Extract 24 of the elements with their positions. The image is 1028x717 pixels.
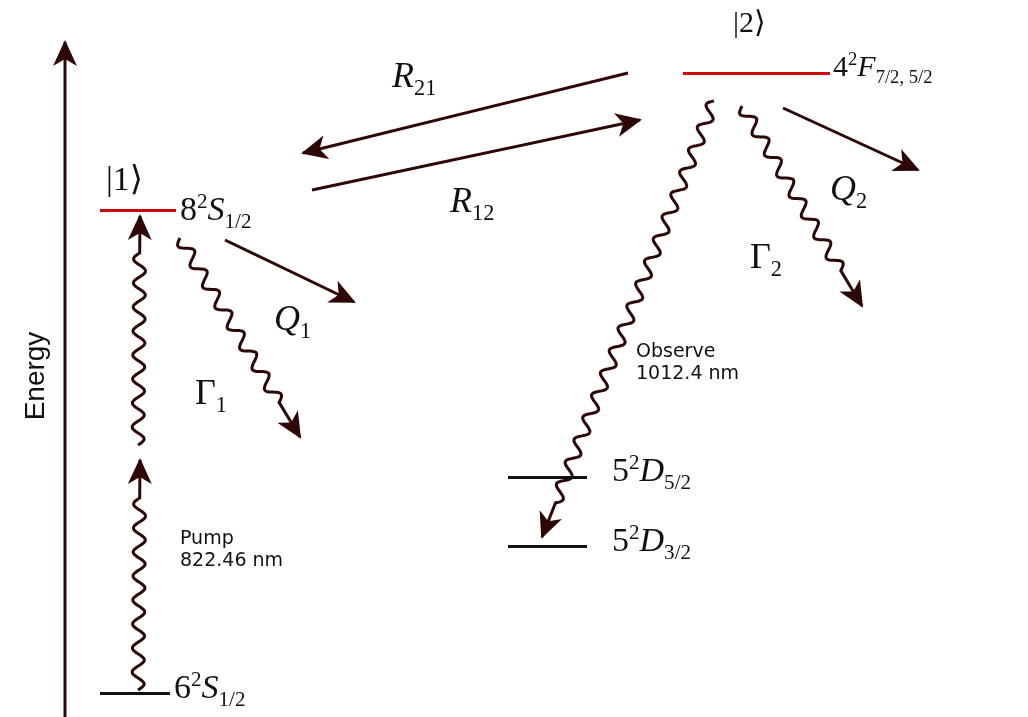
arrow (224, 238, 356, 304)
arrow (301, 71, 629, 159)
term-symbol: 8$^{2}$S$_{1/2}$ (180, 190, 252, 228)
wavy-arrow (738, 105, 864, 308)
edge-label: R$_{21}$ (392, 55, 437, 97)
wavy-arrow (127, 458, 152, 692)
arrow (311, 113, 642, 192)
arrow (782, 106, 920, 172)
wavy-arrow (539, 99, 715, 539)
edge-label: Observe 1012.4 nm (636, 340, 741, 384)
term-symbol: 5$^{2}$D$_{5/2}$ (612, 451, 692, 489)
edge-label: R$_{12}$ (450, 180, 495, 222)
wavy-arrow (176, 237, 302, 439)
edge-label: Q$_{1}$ (274, 298, 312, 340)
state-label: |2⟩ (733, 5, 766, 38)
edge-label: Γ$_{2}$ (750, 236, 782, 278)
axis-label: Energy (19, 330, 51, 423)
state-label: |1⟩ (106, 160, 144, 198)
term-symbol: 6$^{2}$S$_{1/2}$ (174, 668, 246, 706)
edge-label: Pump 822.46 nm (180, 527, 285, 571)
edge-label: Γ$_{1}$ (195, 372, 227, 414)
term-symbol: 5$^{2}$D$_{3/2}$ (612, 521, 692, 559)
edge-label: Q$_{2}$ (830, 168, 868, 210)
wavy-arrow (127, 214, 152, 447)
